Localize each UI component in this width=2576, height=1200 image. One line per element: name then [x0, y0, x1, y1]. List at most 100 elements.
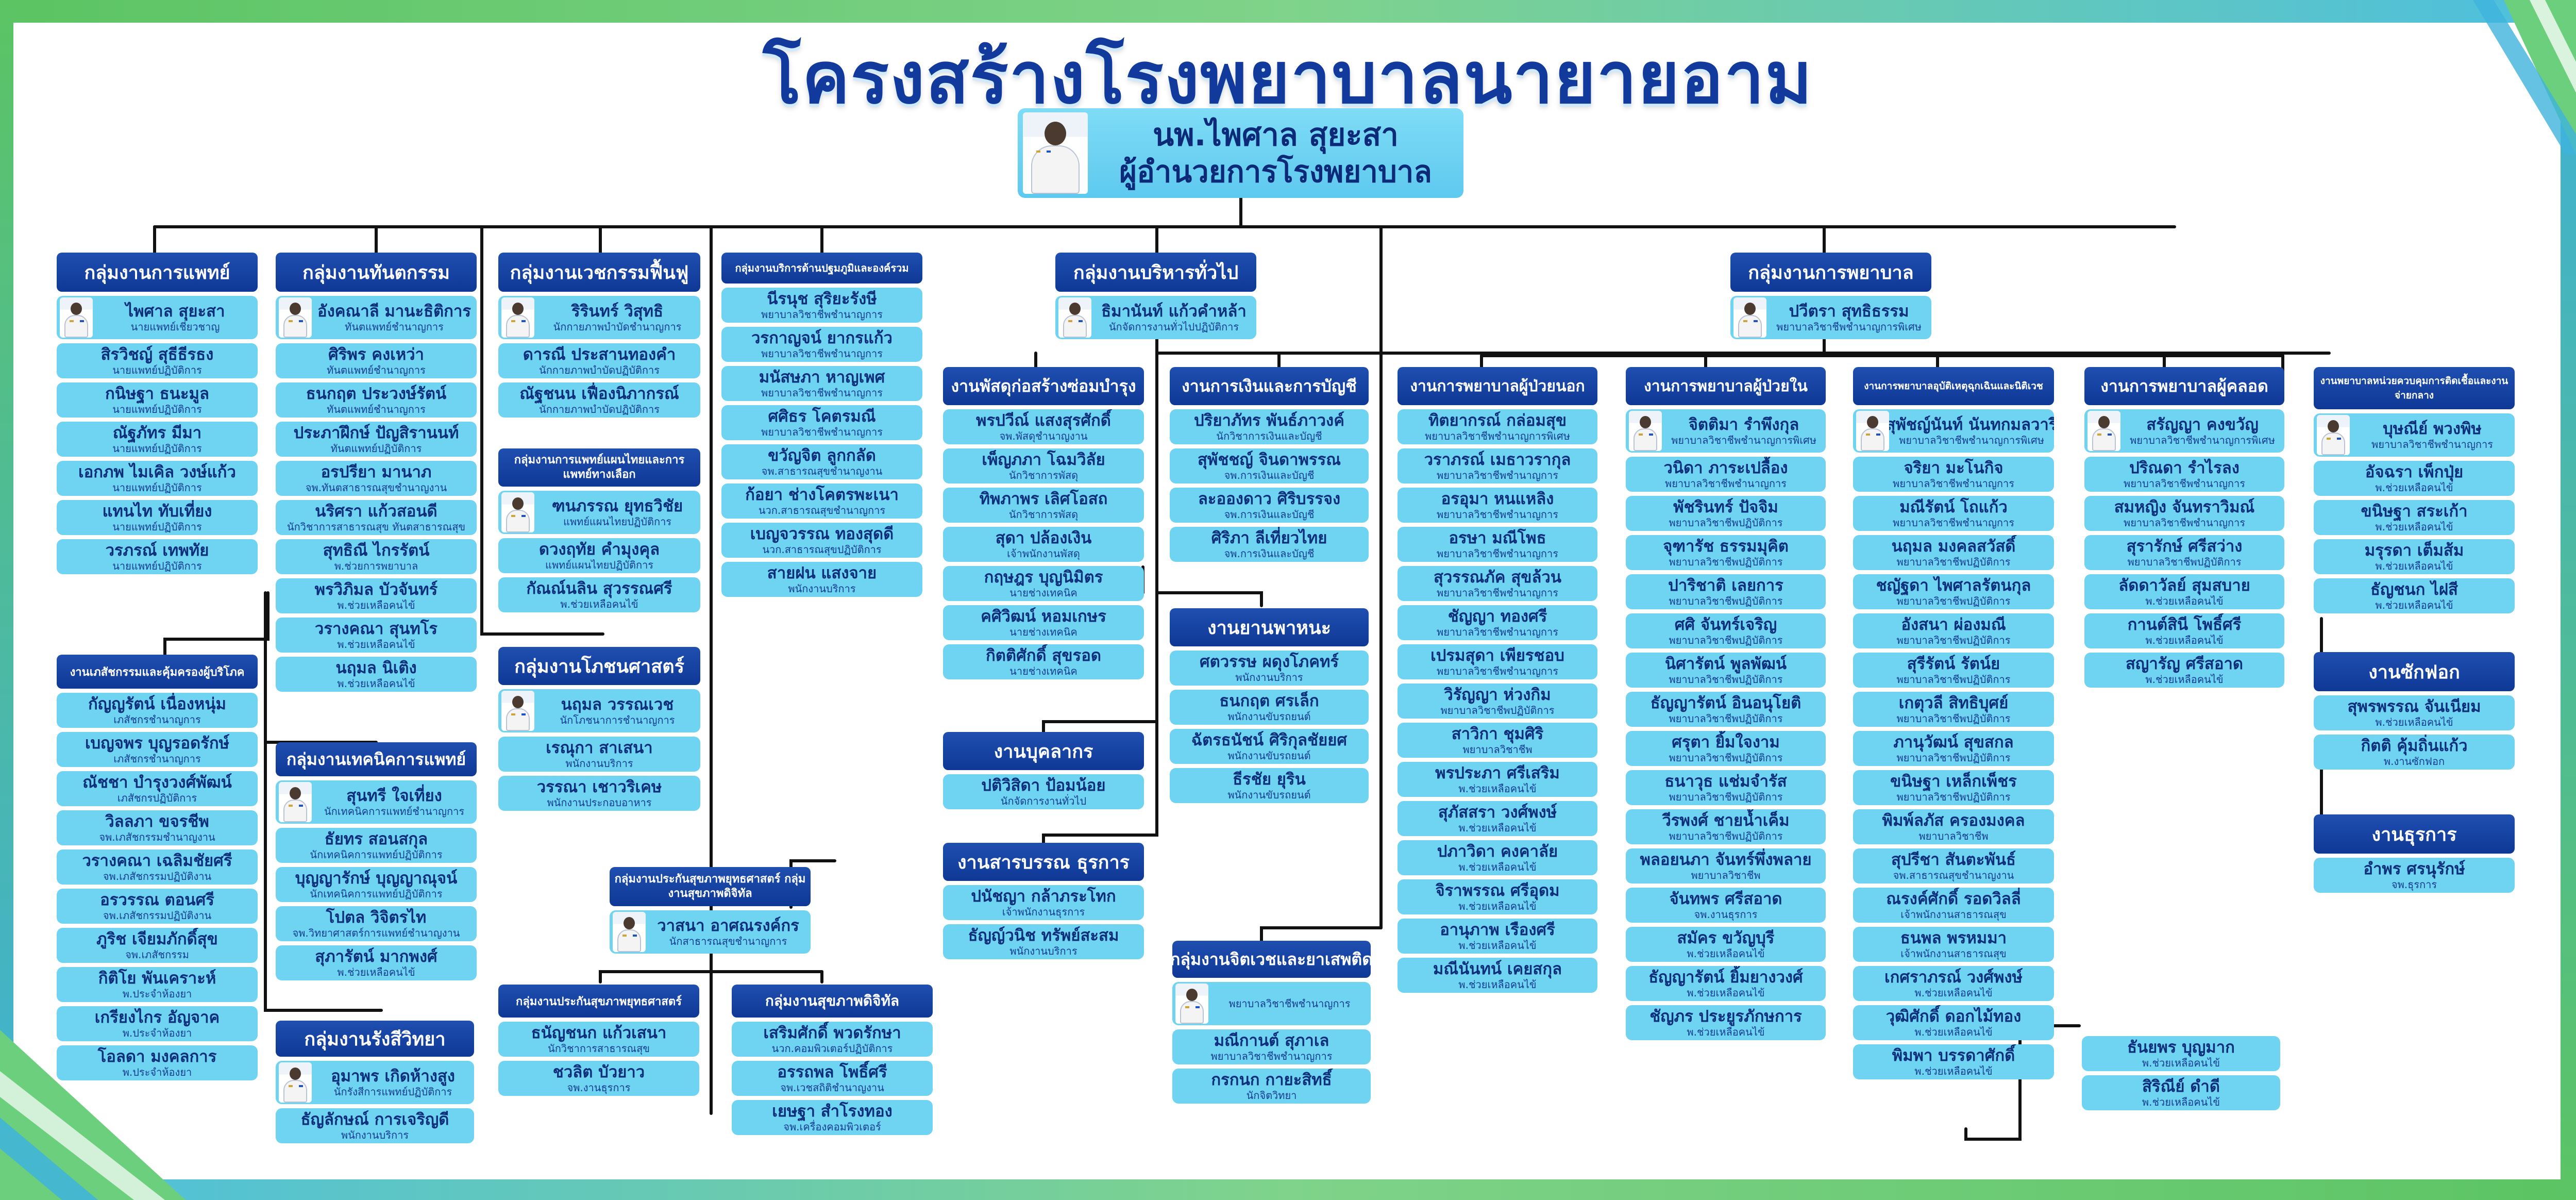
staff-name: สุรารักษ์ ศรีสว่าง: [2126, 537, 2243, 556]
staff-name: วุฒิศักดิ์ ดอกไม้ทอง: [1885, 1007, 2022, 1026]
staff-card: กัณณ์นลิน สุวรรณศรีพ.ช่วยเหลือคนไข้: [498, 577, 700, 612]
staff-position: นักเทคนิคการแพทย์ปฏิบัติการ: [310, 888, 443, 900]
staff-position: นายแพทย์ปฏิบัติการ: [112, 403, 202, 415]
staff-name: โปตล วิจิตรไท: [326, 908, 427, 927]
staff-position: พ.ช่วยเหลือคนไข้: [337, 599, 415, 611]
group-members-pharmacy: กัญญรัตน์ เนื่องหนุ่มเภสัชกรชำนาญการเบญจ…: [57, 693, 258, 1085]
staff-name: เสริมศักดิ์ พวดรักษา: [763, 1024, 901, 1042]
group-members-er: สุพัชญ์นันท์ นันทกมลวารีพยาบาลวิชาชีพชำน…: [1853, 409, 2054, 1084]
staff-card: สุรารักษ์ ศรีสว่างพยาบาลวิชาชีพปฏิบัติกา…: [2084, 535, 2284, 570]
staff-card: ศตวรรษ ผดุงโภคทร์พนักงานบริการ: [1170, 651, 1369, 686]
staff-position: พ.ช่วยเหลือคนไข้: [1458, 978, 1537, 991]
staff-name: ดารณี ประสานทองคำ: [523, 345, 676, 364]
staff-card: ทิพภาพร เลิศโอสถนักวิชาการพัสดุ: [943, 488, 1144, 523]
person-photo: [501, 297, 534, 338]
staff-position: พยาบาลวิชาชีพชำนาญการ: [1437, 665, 1558, 677]
staff-position: พ.ช่วยเหลือคนไข้: [337, 638, 415, 651]
staff-position: พนักงานบริการ: [565, 757, 633, 770]
staff-position: นักรังสีการแพทย์ปฏิบัติการ: [333, 1086, 452, 1098]
group-members-psych: พยาบาลวิชาชีพชำนาญการมณีกานต์ สุภาเลพยาบ…: [1172, 982, 1371, 1108]
staff-position: พ.ช่วยเหลือคนไข้: [560, 598, 638, 610]
staff-card: กานต์สินี โพธิ์ศรีพ.ช่วยเหลือคนไข้: [2084, 613, 2284, 648]
staff-card: อังคณาลี มานะธิติการทันตแพทย์ชำนาญการ: [276, 296, 477, 339]
staff-card: ก้อยา ช่างโคตรพะเนานวก.สาธารณสุขชำนาญการ: [721, 484, 922, 519]
staff-card: มณีรัตน์ โถแก้วพยาบาลวิชาชีพชำนาญการ: [1853, 496, 2054, 531]
staff-name: เกรียงไกร อัญจาค: [94, 1008, 220, 1027]
staff-position: จพ.พัสดุชำนาญงาน: [999, 430, 1088, 442]
person-photo: [2087, 411, 2120, 451]
staff-card: วรางคณา เฉลิมชัยศรีจพ.เภสัชกรรมปฏิบัติงา…: [57, 849, 258, 885]
staff-position: พยาบาลวิชาชีพปฏิบัติการ: [1669, 556, 1783, 568]
staff-position: จพ.เภสัชกรรม: [125, 948, 189, 961]
staff-name: ธันยพร บุญมาก: [2127, 1038, 2235, 1057]
group-header-vehicle: งานยานพาหนะ: [1170, 608, 1369, 646]
staff-card: ละอองดาว ศิริบรรจงจพ.การเงินและบัญชี: [1170, 488, 1369, 523]
staff-card: มณีกานต์ สุภาเลพยาบาลวิชาชีพชำนาญการ: [1172, 1029, 1371, 1064]
staff-position: เภสัชกรปฏิบัติการ: [117, 792, 197, 804]
staff-card: ปาริชาติ เลยการพยาบาลวิชาชีพปฏิบัติการ: [1626, 574, 1826, 609]
group-members-clerical: อำพร ศรนุรักษ์จพ.ธุรการ: [2314, 858, 2515, 897]
staff-card: สุพัชญ์นันท์ นันทกมลวารีพยาบาลวิชาชีพชำน…: [1853, 409, 2054, 453]
staff-name: เรณุกา สาเสนา: [546, 739, 653, 757]
staff-position: พยาบาลวิชาชีพปฏิบัติการ: [1896, 595, 2011, 607]
staff-name: เอกภพ ไมเคิล วงษ์แก้ว: [78, 463, 236, 481]
staff-card: ปริยาภัทร พันธ์ภาวงค์นักวิชาการเงินและบั…: [1170, 409, 1369, 444]
group-header-digital_parent: กลุ่มงานประกันสุขภาพยุทธศาสตร์ กลุ่มงานส…: [610, 867, 811, 906]
staff-name: ชัญภร ประยูรภักษการ: [1649, 1007, 1802, 1026]
staff-position: พยาบาลวิชาชีพชำนาญการ: [1437, 547, 1558, 560]
staff-card: ศศิ จันทร์เจริญพยาบาลวิชาชีพปฏิบัติการ: [1626, 613, 1826, 648]
staff-name: ธิมานันท์ แก้วคำหล้า: [1101, 302, 1247, 321]
group-header-thaimed: กลุ่มงานการแพทย์แผนไทยและการแพทย์ทางเลือ…: [498, 448, 700, 487]
staff-card: จริยา มะโนกิจพยาบาลวิชาชีพชำนาญการ: [1853, 457, 2054, 492]
staff-position: พยาบาลวิชาชีพชำนาญการ: [1893, 516, 2014, 529]
group-members-nursing: ปวีตรา สุทธิธรรมพยาบาลวิชาชีพชำนาญการพิเ…: [1730, 296, 1931, 343]
staff-card: เกศราภรณ์ วงศ์พงษ์พ.ช่วยเหลือคนไข้: [1853, 966, 2054, 1001]
staff-card: สรัญญา คงขวัญพยาบาลวิชาชีพชำนาญการพิเศษ: [2084, 409, 2284, 453]
staff-card: มรุรดา เต็มส้มพ.ช่วยเหลือคนไข้: [2314, 539, 2515, 574]
staff-position: นายแพทย์ปฏิบัติการ: [112, 364, 202, 376]
staff-position: พยาบาลวิชาชีพชำนาญการ: [2124, 516, 2245, 529]
staff-name: อำพร ศรนุรักษ์: [2363, 860, 2465, 878]
group-members-community: นีรนุช สุริยะรังษีพยาบาลวิชาชีพชำนาญการว…: [721, 288, 922, 601]
staff-name: อังสนา ผ่องมณี: [1901, 615, 2006, 634]
staff-name: กิตติ คุ้มถิ่นแก้ว: [2361, 737, 2468, 755]
staff-card: สุนทรี ใจเที่ยงนักเทคนิคการแพทย์ชำนาญการ: [276, 780, 477, 824]
staff-name: เปรมสุดา เพียรชอบ: [1430, 646, 1564, 665]
staff-name: ศรุตา ยิ้มใจงาม: [1672, 733, 1780, 752]
staff-position: จพ.งานธุรการ: [567, 1081, 631, 1094]
staff-name: ธัญชนก ไฝสี: [2370, 580, 2458, 599]
staff-card: นริศรา แก้วสอนดีนักวิชาการสาธารณสุข ทันต…: [276, 500, 477, 535]
staff-position: พยาบาลวิชาชีพชำนาญการ: [1437, 626, 1558, 638]
staff-card: วราภรณ์ เมธาวรากุลพยาบาลวิชาชีพชำนาญการ: [1398, 448, 1597, 484]
group-header-clerical: งานธุรการ: [2314, 814, 2515, 854]
staff-name: ธัญลักษณ์ การเจริญดี: [300, 1110, 449, 1129]
staff-card: ชัญภร ประยูรภักษการพ.ช่วยเหลือคนไข้: [1626, 1005, 1826, 1040]
staff-position: จพ.ธุรการ: [2391, 878, 2437, 891]
staff-position: พนักงานขับรถยนต์: [1227, 749, 1311, 762]
bottom-border-stripe: [0, 1179, 2576, 1200]
staff-name: ชญัฐดา ไพศาลรัตนกุล: [1876, 576, 2031, 595]
staff-position: นายช่างเทคนิค: [1009, 626, 1077, 638]
staff-card: จิตติมา รำพึงกุลพยาบาลวิชาชีพชำนาญการพิเ…: [1626, 409, 1826, 453]
staff-position: พ.ช่วยเหลือคนไข้: [1687, 947, 1765, 960]
staff-name: วรภรณ์ เทพทัย: [105, 541, 209, 560]
staff-card: เสริมศักดิ์ พวดรักษานวก.คอมพิวเตอร์ปฏิบั…: [732, 1022, 933, 1057]
staff-card: วรกาญจน์ ยากรแก้วพยาบาลวิชาชีพชำนาญการ: [721, 327, 922, 362]
staff-name: ธัญญ์วนิช ทรัพย์สะสม: [968, 926, 1119, 945]
staff-name: ปนัชญา กล้าภระโทก: [971, 887, 1116, 906]
group-header-medical: กลุ่มงานการแพทย์: [57, 253, 258, 292]
staff-name: ริรินทร์ วิสุทธิ: [571, 302, 664, 321]
staff-card: สุวรรณภัค สุขล้วนพยาบาลวิชาชีพชำนาญการ: [1398, 566, 1597, 601]
staff-card: ปติวิสิดา ป้อมน้อยนักจัดการงานทั่วไป: [943, 774, 1144, 809]
staff-name: สิริณีย์ ดำดี: [2142, 1077, 2220, 1096]
staff-card: ภูริช เจียมภักดิ์สุขจพ.เภสัชกรรม: [57, 928, 258, 963]
group-members-vehicle: ศตวรรษ ผดุงโภคทร์พนักงานบริการธนกฤต ศรเล…: [1170, 651, 1369, 807]
staff-name: เบญจพร บุญรอดรักษ์: [85, 734, 230, 753]
group-header-docs: งานสารบรรณ ธุรการ: [943, 843, 1144, 881]
staff-name: ทิพภาพร เลิศโอสถ: [979, 490, 1108, 508]
staff-card: สุพัชชญ์ จินดาพรรณจพ.การเงินและบัญชี: [1170, 448, 1369, 484]
staff-name: ปภาวิดา คงคาลัย: [1437, 842, 1558, 861]
staff-position: นักวิชาการเงินและบัญชี: [1216, 430, 1322, 442]
staff-position: เจ้าพนักงานสาธารณสุข: [1900, 908, 2007, 921]
